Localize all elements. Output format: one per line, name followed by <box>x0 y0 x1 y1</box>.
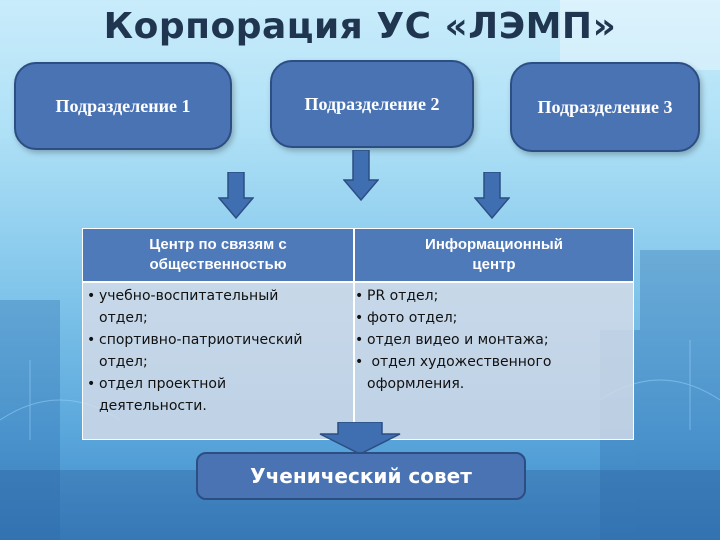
list-item-line: PR отдел; <box>367 288 439 304</box>
department-label-3: Подразделение 3 <box>537 96 673 117</box>
center-2-list: PR отдел; фото отдел; отдел видео и монт… <box>355 285 629 395</box>
list-item: фото отдел; <box>355 307 629 329</box>
center-header-2-line1: Информационный <box>425 236 563 253</box>
list-item-line: оформления. <box>367 376 465 392</box>
centers-table: Центр по связям с общественностью Информ… <box>82 228 634 440</box>
center-header-2-line2: центр <box>472 256 516 273</box>
list-item-line: деятельности. <box>99 398 207 414</box>
list-item-line: отдел; <box>99 354 148 370</box>
list-item: учебно-воспитательный отдел; <box>87 285 349 329</box>
list-item-line: учебно-воспитательный <box>99 288 279 304</box>
down-arrow-icon-1 <box>218 172 254 220</box>
department-box-1: Подразделение 1 <box>14 62 232 150</box>
list-item-line: отдел художественного <box>367 354 552 370</box>
table-divider <box>83 281 633 283</box>
student-council-label: Ученический совет <box>250 464 472 488</box>
student-council-box: Ученический совет <box>196 452 526 500</box>
page-title: Корпорация УС «ЛЭМП» <box>103 6 617 47</box>
list-item: отдел проектной деятельности. <box>87 373 349 417</box>
list-item-line: отдел проектной <box>99 376 227 392</box>
list-item: отдел художественного оформления. <box>355 351 629 395</box>
center-1-list: учебно-воспитательный отдел; спортивно-п… <box>87 285 349 417</box>
department-box-2: Подразделение 2 <box>270 60 474 148</box>
center-header-1: Центр по связям с общественностью <box>83 229 353 281</box>
list-item-line: отдел; <box>99 310 148 326</box>
department-box-3: Подразделение 3 <box>510 62 700 152</box>
center-header-1-line1: Центр по связям с <box>149 236 287 253</box>
department-label-1: Подразделение 1 <box>55 95 191 116</box>
department-label-2: Подразделение 2 <box>304 93 440 114</box>
center-header-1-line2: общественностью <box>149 256 287 273</box>
list-item: спортивно-патриотический отдел; <box>87 329 349 373</box>
down-arrow-icon-2 <box>343 150 379 202</box>
center-header-2: Информационный центр <box>355 229 633 281</box>
list-item: PR отдел; <box>355 285 629 307</box>
list-item: отдел видео и монтажа; <box>355 329 629 351</box>
down-arrow-icon-4 <box>319 422 401 455</box>
list-item-line: отдел видео и монтажа; <box>367 332 549 348</box>
column-divider <box>353 229 355 439</box>
list-item-line: спортивно-патриотический <box>99 332 303 348</box>
list-item-line: фото отдел; <box>367 310 458 326</box>
down-arrow-icon-3 <box>474 172 510 220</box>
